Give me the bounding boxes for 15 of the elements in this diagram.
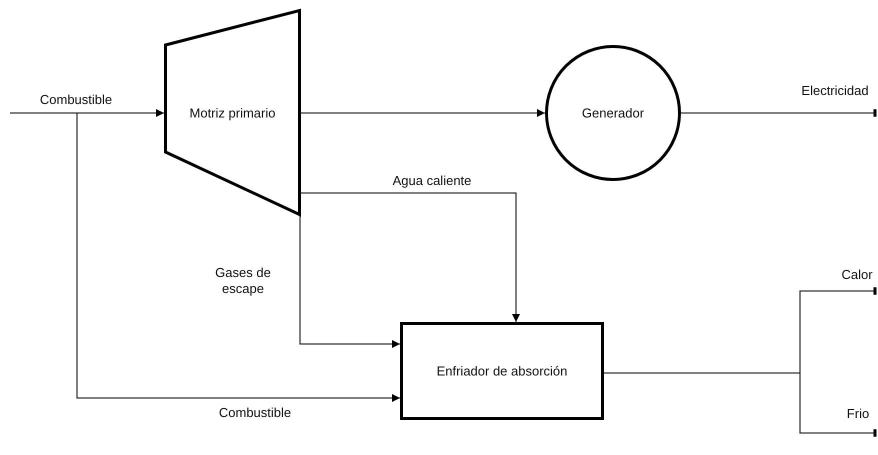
arrow bbox=[300, 109, 546, 117]
arrow bbox=[10, 109, 164, 117]
edge-label: Combustible bbox=[40, 92, 112, 108]
edge-label: Combustible bbox=[218, 404, 292, 422]
edge-label: Agua caliente bbox=[392, 172, 472, 190]
node-label: Generador bbox=[580, 106, 646, 120]
edge-label: Gases de escape bbox=[214, 264, 272, 298]
arrow bbox=[300, 216, 400, 348]
edge-label: Electricidad bbox=[801, 82, 869, 100]
node-label: Motriz primario bbox=[188, 106, 276, 120]
arrow bbox=[300, 192, 520, 322]
edge-label: Frio bbox=[846, 406, 870, 422]
node-label: Enfriador de absorción bbox=[436, 364, 568, 378]
arrow bbox=[76, 112, 400, 402]
edge-label: Calor bbox=[841, 266, 873, 284]
